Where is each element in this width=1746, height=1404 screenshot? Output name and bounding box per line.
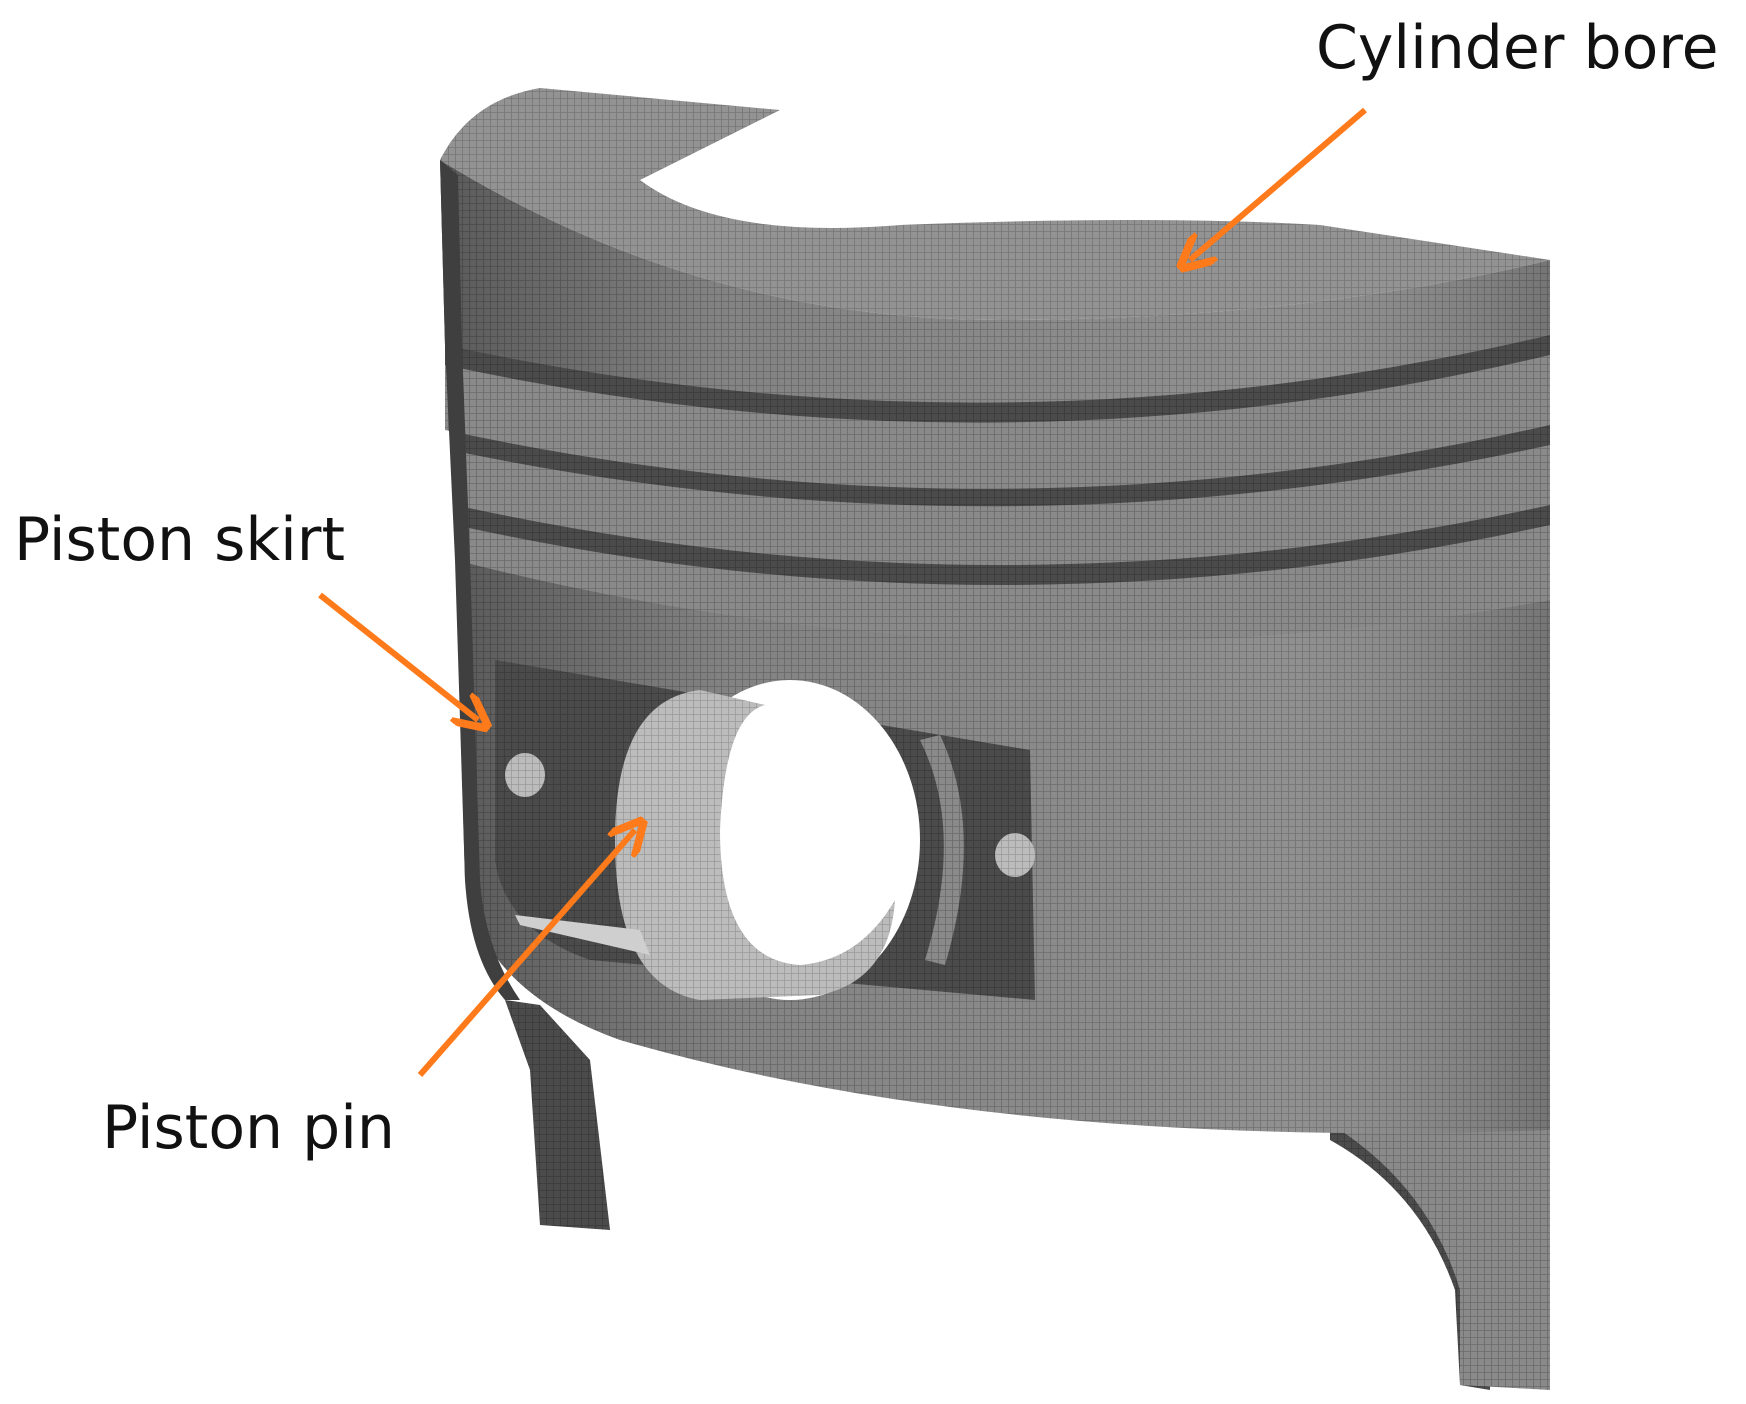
skirt-hole-right <box>995 833 1035 877</box>
piston-pin-cylinder <box>615 690 895 1000</box>
piston-crown-top <box>440 88 1550 320</box>
ring-groove-1 <box>445 330 1550 423</box>
label-piston-pin: Piston pin <box>102 1093 395 1163</box>
piston-left-leg <box>505 1000 610 1230</box>
piston-left-side <box>440 160 520 1000</box>
piston-crown-band-shade <box>440 160 1550 403</box>
skirt-hole-left <box>505 753 545 797</box>
arrow-piston-pin <box>417 830 635 1077</box>
ring-groove-2 <box>450 420 1550 507</box>
pin-retainer-arc <box>920 735 964 965</box>
arrow-cylinder-bore <box>1190 107 1367 260</box>
ring-groove-3 <box>455 500 1550 585</box>
label-cylinder-bore: Cylinder bore <box>1316 13 1719 83</box>
arrow-piston-skirt <box>318 592 478 720</box>
piston-crown-top-highlight <box>440 88 1550 320</box>
label-piston-skirt: Piston skirt <box>14 505 345 575</box>
piston-right-leg-face <box>1340 600 1550 1390</box>
